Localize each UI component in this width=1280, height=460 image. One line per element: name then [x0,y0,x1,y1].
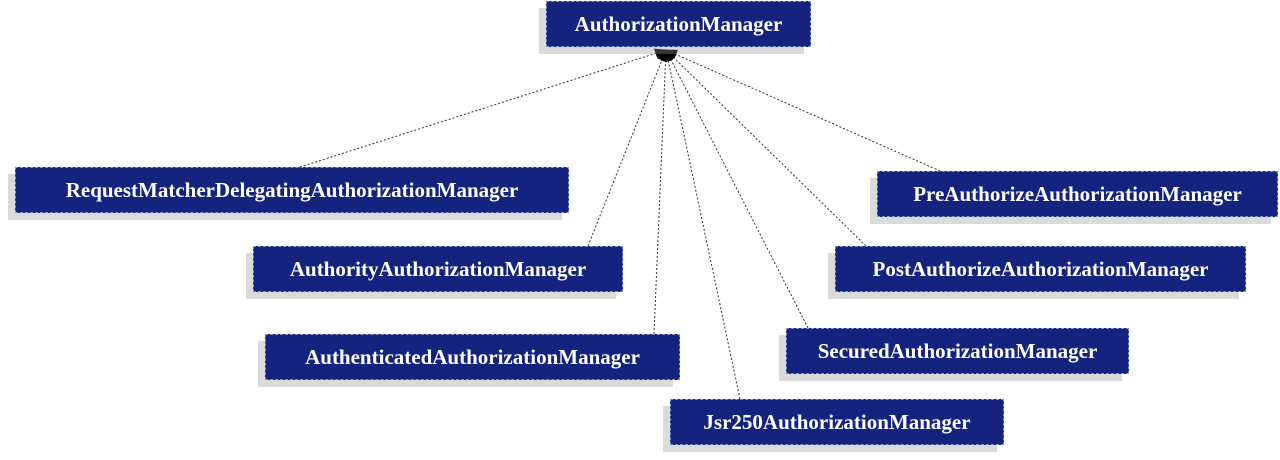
node-label: AuthorizationManager [574,11,783,36]
node-request-matcher-delegating-authorization-manager[interactable]: RequestMatcherDelegatingAuthorizationMan… [15,167,569,213]
edge-authority [587,49,667,247]
edge-request-matcher [299,48,667,168]
node-secured-authorization-manager[interactable]: SecuredAuthorizationManager [786,328,1129,374]
node-label: SecuredAuthorizationManager [817,338,1098,363]
node-label: PreAuthorizeAuthorizationManager [913,181,1242,206]
edge-pre-authorize [665,49,941,172]
edge-secured [665,49,809,329]
edge-post-authorize [665,49,867,247]
edge-authenticated [653,49,671,335]
node-post-authorize-authorization-manager[interactable]: PostAuthorizeAuthorizationManager [835,246,1246,292]
node-label: AuthenticatedAuthorizationManager [305,344,640,369]
node-authenticated-authorization-manager[interactable]: AuthenticatedAuthorizationManager [265,334,680,380]
node-label: AuthorityAuthorizationManager [289,256,587,281]
edge-jsr250 [663,49,741,400]
node-label: PostAuthorizeAuthorizationManager [872,256,1209,281]
node-label: Jsr250AuthorizationManager [703,409,971,434]
node-jsr250-authorization-manager[interactable]: Jsr250AuthorizationManager [670,399,1004,445]
node-authority-authorization-manager[interactable]: AuthorityAuthorizationManager [253,246,623,292]
node-authorization-manager[interactable]: AuthorizationManager [546,1,811,47]
node-pre-authorize-authorization-manager[interactable]: PreAuthorizeAuthorizationManager [877,171,1278,217]
node-label: RequestMatcherDelegatingAuthorizationMan… [65,177,519,202]
